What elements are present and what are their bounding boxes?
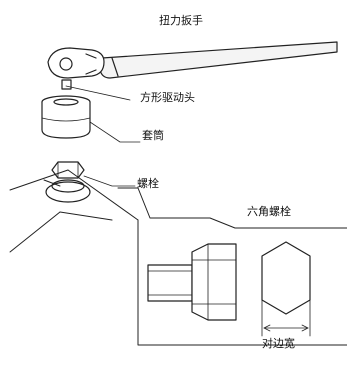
square-drive-drawing [61, 79, 131, 101]
bolt-drawing [45, 161, 136, 203]
hex-bolt-detail-panel [117, 187, 347, 346]
label-torque-wrench: 扭力扳手 [159, 14, 203, 27]
label-width-across-flats: 对边宽 [262, 337, 295, 350]
label-hex-bolt: 六角螺栓 [247, 205, 291, 218]
label-bolt: 螺栓 [137, 177, 159, 190]
label-socket: 套筒 [142, 129, 164, 142]
plate-lines [9, 169, 139, 253]
socket-drawing [41, 95, 141, 143]
torque-wrench-drawing [47, 41, 338, 79]
label-square-drive: 方形驱动头 [140, 91, 195, 104]
